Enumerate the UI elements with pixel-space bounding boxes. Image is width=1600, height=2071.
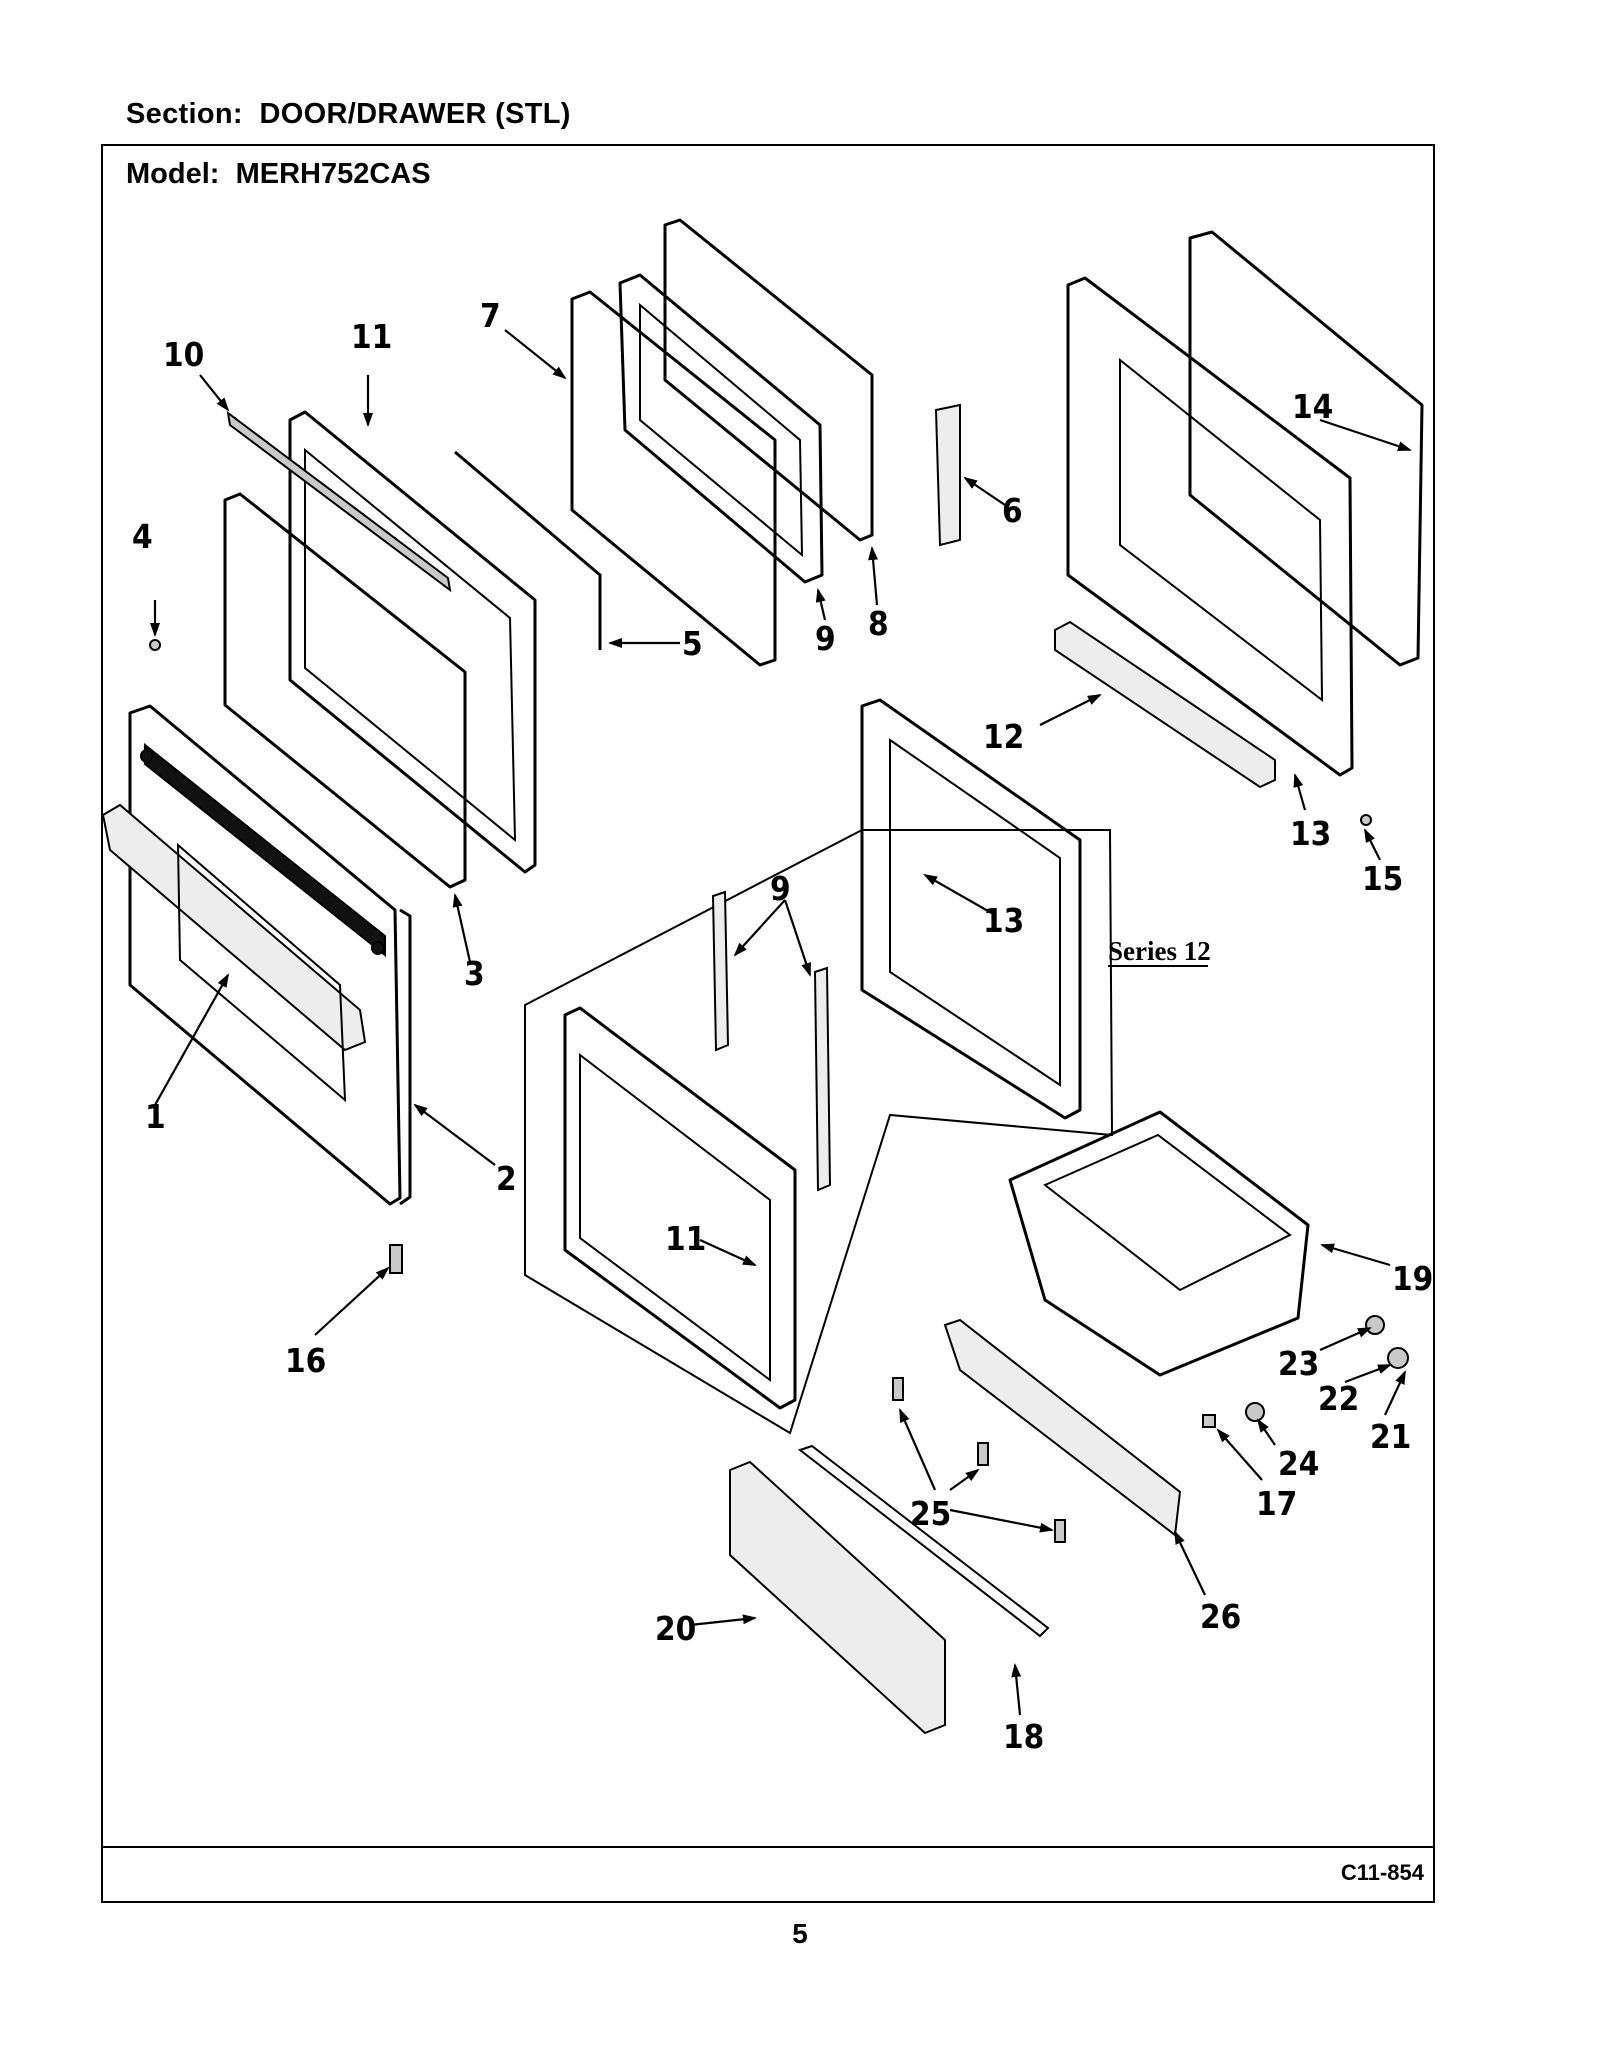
callout-23: 23 — [1278, 1344, 1319, 1383]
glass-pane-frame — [618, 273, 824, 584]
callout-9: 9 — [815, 619, 836, 658]
callout-25: 25 — [910, 1494, 951, 1533]
callout-9-inset: 9 — [770, 869, 791, 908]
series-label: Series 12 — [1108, 936, 1211, 966]
callout-17: 17 — [1256, 1484, 1297, 1523]
page-number: 5 — [792, 1918, 808, 1949]
callout-12: 12 — [983, 717, 1024, 756]
inner-glass-pane — [570, 290, 777, 667]
callout-11-inset: 11 — [665, 1219, 706, 1258]
callout-11: 11 — [351, 317, 392, 356]
model-value: MERH752CAS — [235, 158, 431, 190]
door-gasket — [454, 450, 602, 650]
model-label: Model: — [126, 158, 220, 190]
drawer-trim — [797, 1444, 1050, 1638]
callout-22: 22 — [1318, 1379, 1359, 1418]
callout-leaders — [150, 329, 1412, 1716]
drawer-glide — [943, 1318, 1182, 1537]
callout-21: 21 — [1370, 1417, 1411, 1456]
callout-15: 15 — [1362, 859, 1403, 898]
section-value: DOOR/DRAWER (STL) — [259, 98, 571, 130]
diagram-frame — [101, 144, 1435, 1903]
callout-labels: 1 2 3 4 5 6 7 8 9 10 11 12 13 14 15 16 1… — [132, 296, 1433, 1756]
callout-24: 24 — [1278, 1444, 1319, 1483]
callout-2: 2 — [496, 1159, 517, 1198]
callout-19: 19 — [1392, 1259, 1433, 1298]
small-hardware — [149, 639, 1409, 1543]
callout-7: 7 — [480, 296, 501, 335]
door-trim-strip — [1054, 620, 1276, 789]
series-12-inset — [524, 698, 1114, 1435]
callout-16: 16 — [285, 1341, 326, 1380]
callout-18: 18 — [1003, 1717, 1044, 1756]
callout-13: 13 — [1290, 814, 1331, 853]
hinge-bracket — [934, 403, 961, 547]
callout-5: 5 — [682, 624, 703, 663]
model-title: Model: MERH752CAS — [126, 158, 431, 191]
outer-glass-pane — [663, 218, 874, 542]
door-liner — [1066, 276, 1354, 777]
oven-door-gasket — [1188, 230, 1424, 667]
drawer-front — [729, 1460, 946, 1735]
section-label: Section: — [126, 98, 243, 130]
section-title: Section: DOOR/DRAWER (STL) — [126, 98, 571, 131]
callout-3: 3 — [464, 954, 485, 993]
diagram-code: C11-854 — [1340, 1860, 1424, 1885]
door-outer-panel — [101, 704, 412, 1206]
callout-14: 14 — [1292, 387, 1333, 426]
callout-13-inset: 13 — [983, 901, 1024, 940]
callout-8: 8 — [868, 604, 889, 643]
callout-26: 26 — [1200, 1597, 1241, 1636]
callout-20: 20 — [655, 1609, 696, 1648]
door-inner-frame — [226, 410, 537, 874]
callout-4: 4 — [132, 517, 153, 556]
drawer-pan — [1008, 1110, 1310, 1377]
frame-divider — [101, 1846, 1435, 1848]
door-glass-panel — [223, 492, 467, 889]
callout-6: 6 — [1002, 491, 1023, 530]
callout-10: 10 — [163, 335, 204, 374]
callout-1: 1 — [145, 1097, 166, 1136]
